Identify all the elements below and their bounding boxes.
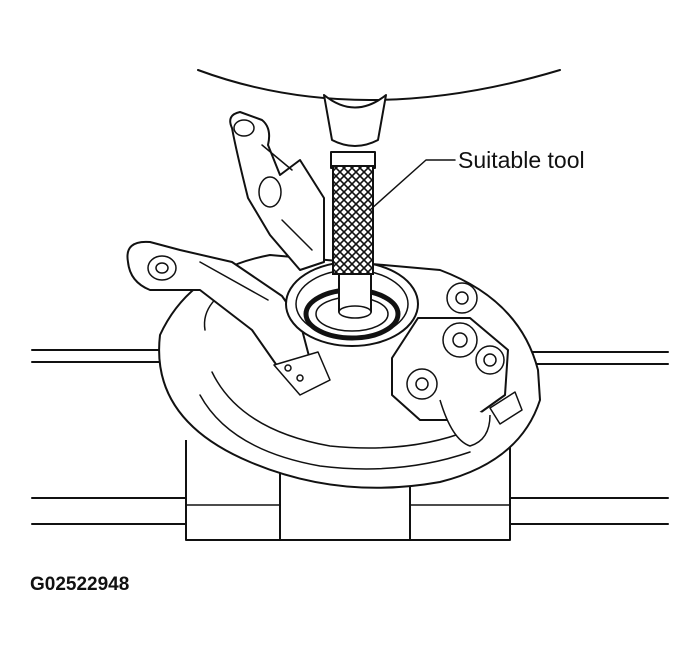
suitable-tool [323, 94, 387, 319]
press-ram [197, 69, 561, 101]
upper-knuckle-arm [229, 111, 325, 271]
right-bracket [391, 282, 523, 447]
callout-leader [369, 159, 456, 211]
steering-arm [126, 240, 331, 396]
tool-callout-label: Suitable tool [458, 147, 585, 173]
figure-id: G02522948 [30, 574, 129, 595]
